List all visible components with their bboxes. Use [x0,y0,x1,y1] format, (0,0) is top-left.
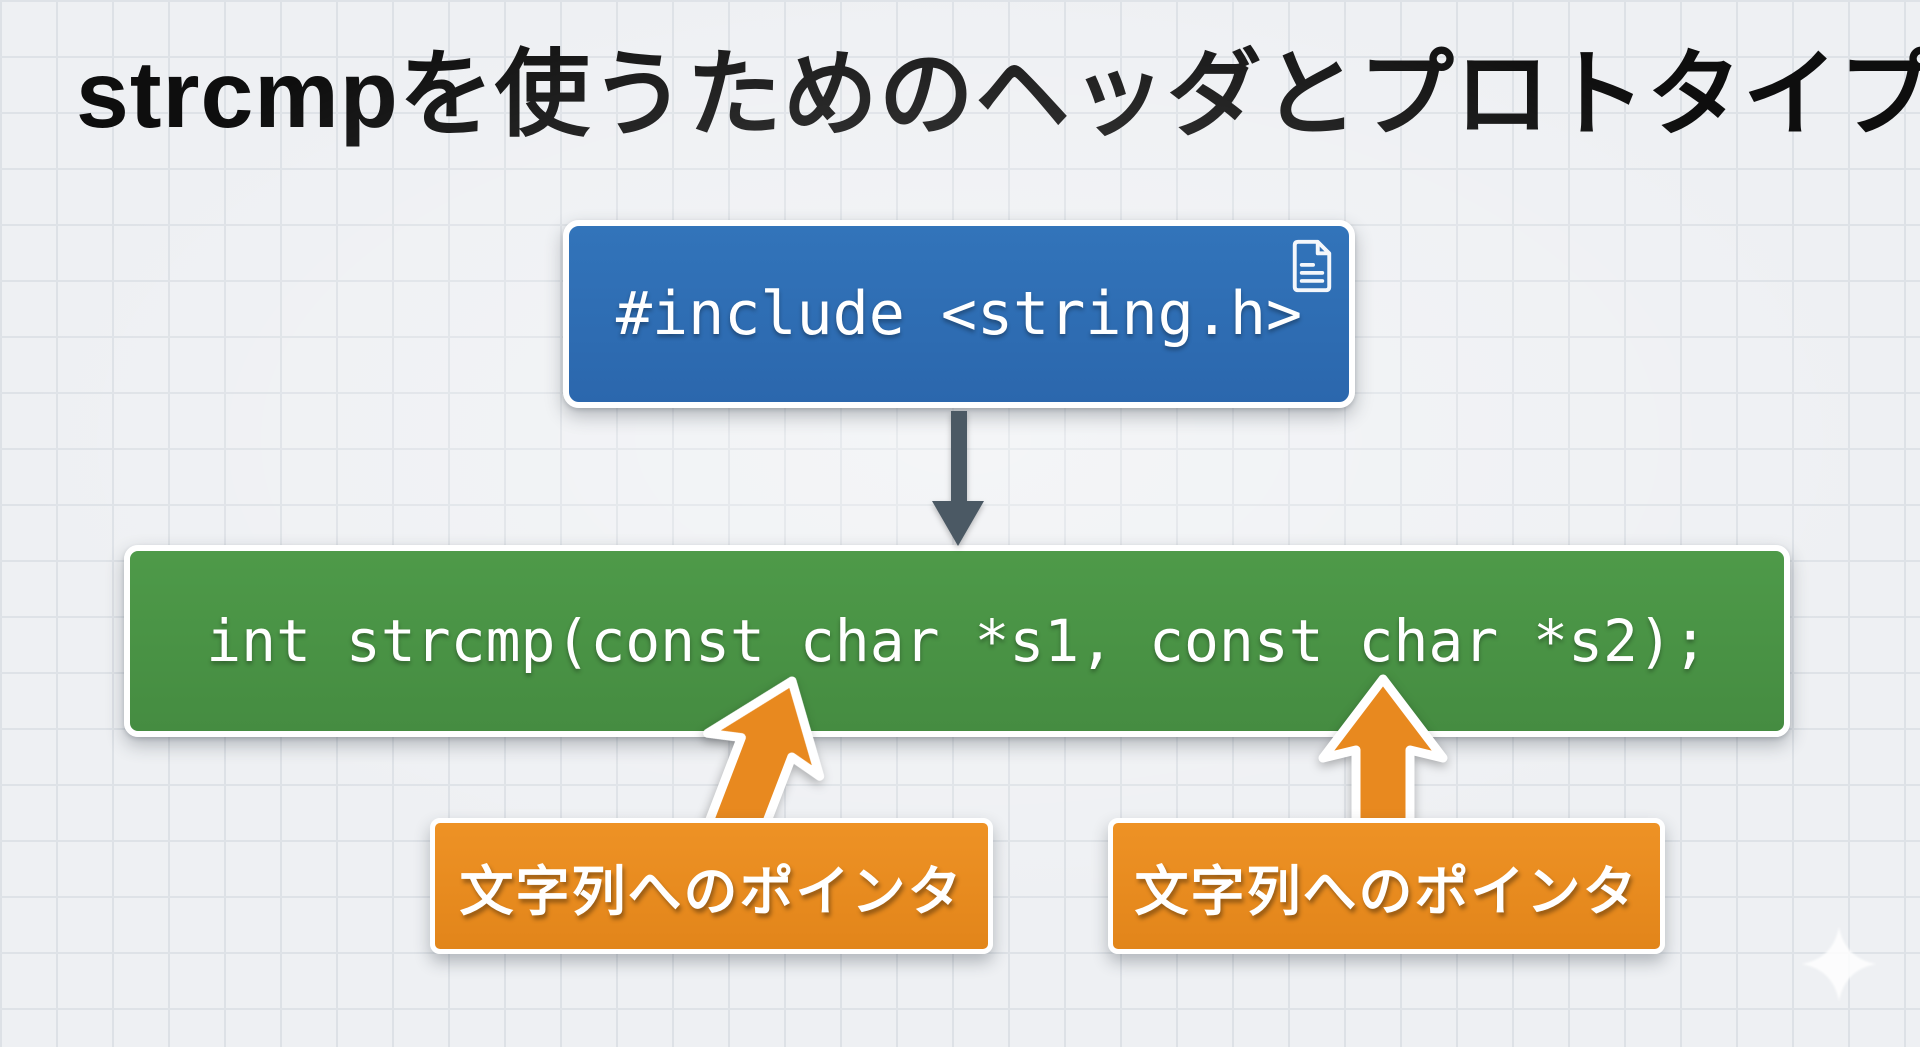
pointer-label-s2-text: 文字列へのポインタ [1134,861,1639,922]
prototype-box: int strcmp(const char *s1, const char *s… [124,545,1790,737]
pointer-label-s1-text: 文字列へのポインタ [459,861,964,922]
down-arrow-icon [932,411,984,546]
document-icon [1292,239,1332,293]
include-code-text: #include <string.h> [615,279,1303,349]
pointer-label-s1: 文字列へのポインタ [430,818,993,954]
pointer-label-s2: 文字列へのポインタ [1108,818,1665,954]
prototype-code-text: int strcmp(const char *s1, const char *s… [206,607,1708,675]
sparkle-icon [1801,926,1877,1002]
include-header-box: #include <string.h> [563,220,1355,408]
slide-title: strcmpを使うためのヘッダとプロトタイプ [76,42,1920,148]
